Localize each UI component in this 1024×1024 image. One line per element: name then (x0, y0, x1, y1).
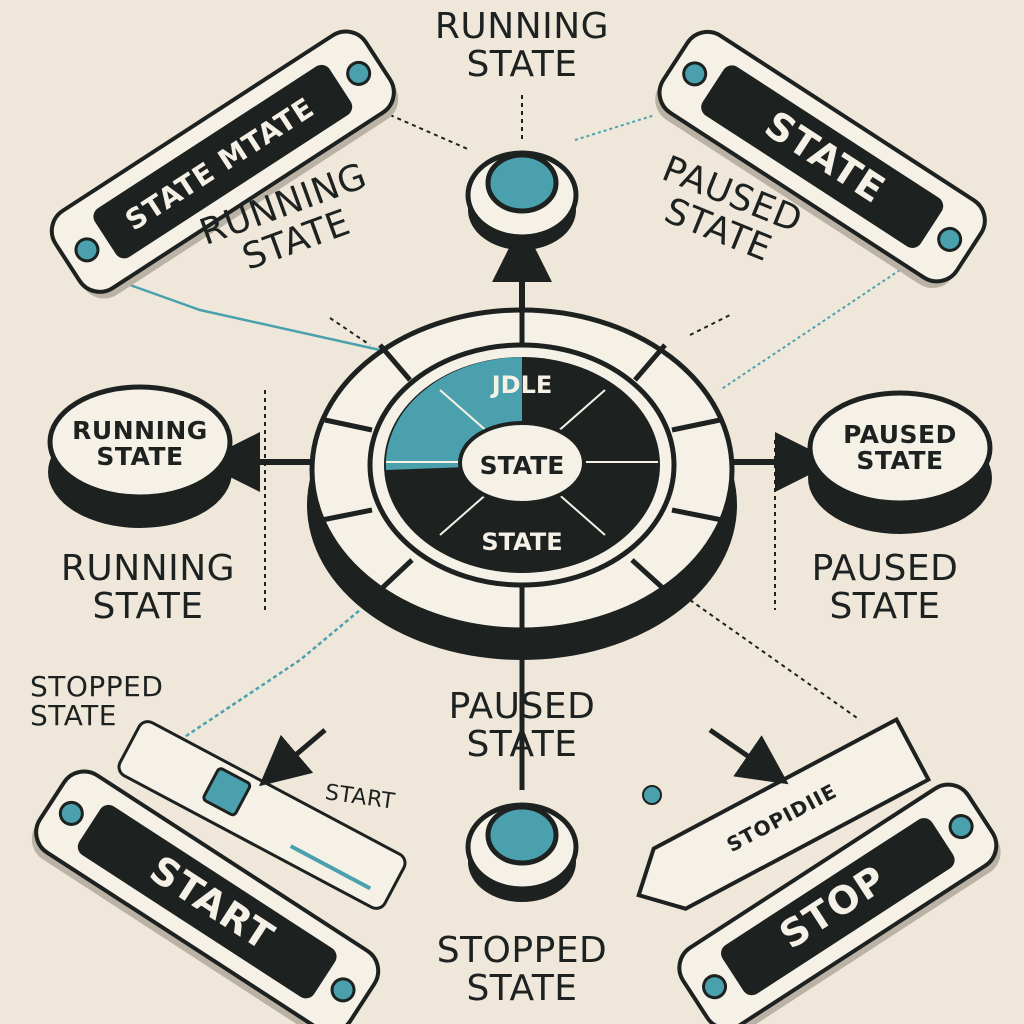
label-right-paused-lower: PAUSED STATE (811, 548, 959, 627)
left-node-shape (47, 384, 233, 528)
plate-top-right (655, 29, 987, 289)
label-top-running: RUNNING STATE (434, 6, 610, 85)
hub-center-text: STATE (480, 451, 565, 480)
arrow-stop-small (708, 727, 789, 785)
arrow-start-small (258, 728, 327, 787)
hub-bottom-segment-text: STATE (481, 528, 562, 556)
arrow-plate-right (636, 716, 932, 911)
plate-top-left (49, 29, 399, 299)
top-knob-icon (465, 150, 579, 250)
central-hub (307, 307, 737, 660)
label-left-running-lower: RUNNING STATE (60, 548, 236, 627)
label-bottom-paused: PAUSED STATE (448, 686, 596, 765)
hub-top-segment-text: JDLE (490, 371, 553, 399)
plate-bottom-left (31, 769, 381, 1024)
right-node-shape (807, 390, 993, 534)
connector-lines (129, 95, 901, 742)
label-left-stopped: STOPPED STATE (30, 670, 164, 733)
left-node-label: RUNNING STATE (72, 416, 208, 472)
label-bottom-stopped: STOPPED STATE (436, 930, 608, 1009)
right-node-label: PAUSED STATE (843, 420, 957, 476)
bottom-knob-icon (465, 802, 579, 902)
small-teal-dot (642, 785, 662, 805)
plate-bottom-right (677, 782, 1001, 1024)
slider-plate-left (117, 720, 407, 910)
